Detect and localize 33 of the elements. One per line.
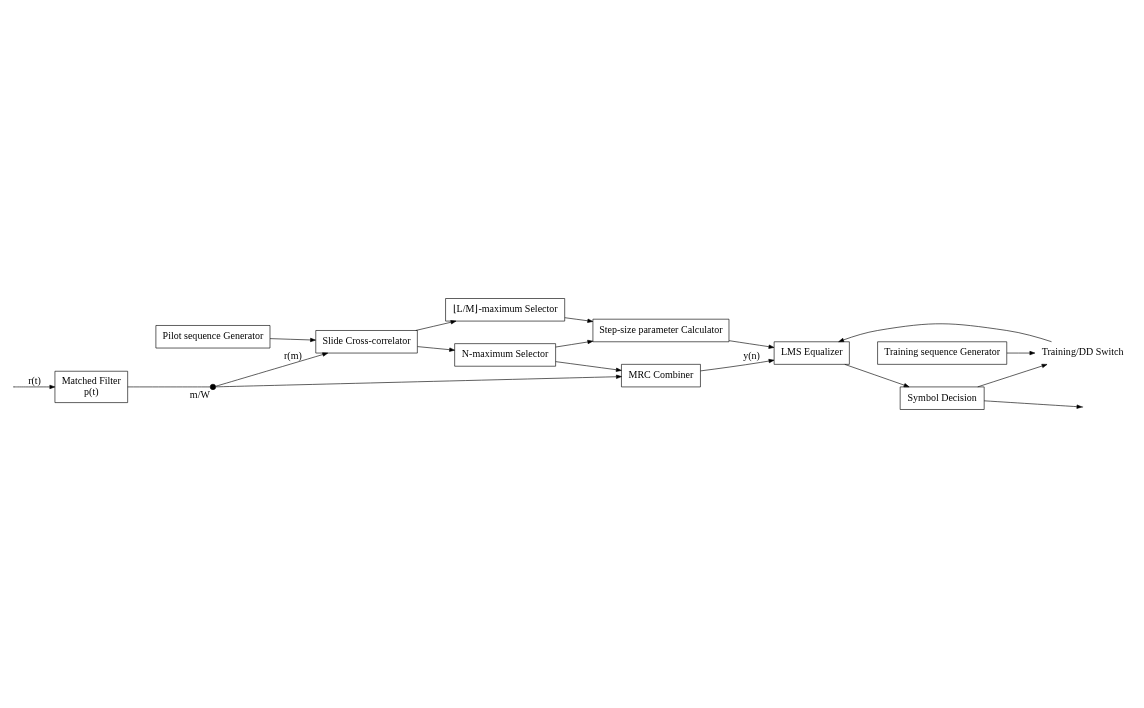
arrow (13, 384, 56, 389)
edge-label: r(m) (283, 349, 302, 361)
edge-label: r(t) (28, 374, 41, 386)
arrow (983, 400, 1083, 409)
arrow (844, 364, 910, 388)
arrow (555, 339, 594, 348)
arrow (728, 340, 775, 349)
node-box: Symbol Decision (899, 386, 985, 410)
node-box: LMS Equalizer (773, 341, 850, 365)
node-box: Training sequence Generator (877, 341, 1008, 365)
node-box: Slide Cross-correlator (315, 330, 418, 354)
arrow (564, 317, 594, 323)
arrow (215, 374, 622, 388)
arrow (700, 358, 775, 372)
node-switch (209, 383, 216, 390)
arrow (417, 346, 455, 352)
arrow (215, 352, 329, 387)
node-box: ⌊L/M⌋-maximum Selector (445, 298, 565, 322)
node-box: Step-size parameter Calculator (592, 318, 730, 343)
node-label: m/W (189, 388, 210, 400)
node-box: N-maximum Selector (454, 343, 556, 367)
arrow (415, 320, 457, 331)
arrow (555, 361, 622, 372)
node-box: Pilot sequence Generator (155, 325, 271, 349)
edge-label: y(n) (743, 350, 760, 362)
node-box: MRC Combiner (621, 364, 701, 388)
arrow (838, 323, 1052, 343)
arrow (269, 337, 316, 342)
node-box: Matched Filter p(t) (54, 370, 128, 403)
connector (127, 386, 211, 388)
arrow (1006, 351, 1036, 356)
node-text: Training/DD Switch (1041, 346, 1124, 358)
arrow (977, 363, 1048, 388)
